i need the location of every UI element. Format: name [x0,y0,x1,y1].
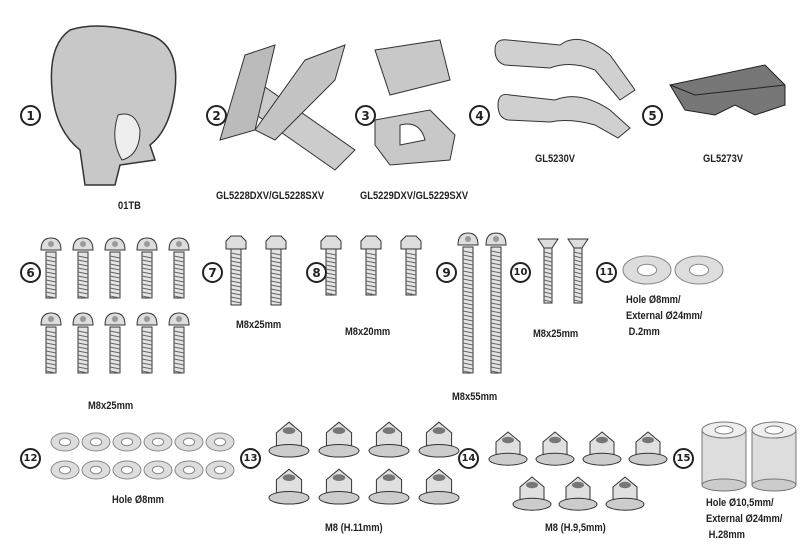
part-number-4: 4 [469,105,490,126]
washer-icon [174,460,204,480]
hex-bolt-icon [265,235,287,306]
flange-nut-icon [605,476,645,511]
flat-washer-icon [674,255,724,285]
part-label-15-line-2: External Ø24mm/ [706,513,783,525]
part-number-9: 9 [436,262,457,283]
washer-icon [174,432,204,452]
button-head-bolt-icon [168,312,190,374]
countersunk-bolt-icon [567,238,589,304]
part-label-11: Hole Ø8mm/ External Ø24mm/ D.2mm [626,292,702,340]
hex-bolt-icon [400,235,422,296]
hex-bolt-icon [360,235,382,296]
flange-nut-icon [368,421,410,458]
part-number-1: 1 [20,105,41,126]
part-label-2: GL5228DXV/GL5228SXV [216,190,325,202]
part-number-3: 3 [355,105,376,126]
part-label-5: GL5273V [703,153,744,165]
part-label-14: M8 (H.9,5mm) [545,522,606,534]
part-label-8: M8x20mm [345,326,391,338]
part-number-8: 8 [306,262,327,283]
flange-nut-icon [558,476,598,511]
part-number-11: 11 [596,262,617,283]
washer-icon [112,432,142,452]
part-number-5: 5 [642,105,663,126]
part-number-13: 13 [240,448,261,469]
washer-icon [50,432,80,452]
backrest-illustration [50,25,177,186]
bracket-3-illustration [374,39,456,166]
flange-nut-icon [628,431,668,466]
part-label-4: GL5230V [535,153,576,165]
hex-bolt-icon [225,235,247,306]
button-head-bolt-icon [40,312,62,374]
button-head-bolt-icon [136,312,158,374]
part-label-12: Hole Ø8mm [112,494,164,506]
part-number-2: 2 [206,105,227,126]
button-head-bolt-icon [168,237,190,299]
part-number-6: 6 [20,262,41,283]
part-label-11-line-2: External Ø24mm/ [626,310,703,322]
washer-icon [143,460,173,480]
button-head-bolt-icon [136,237,158,299]
flange-nut-icon [318,421,360,458]
washer-icon [205,432,235,452]
part-label-6: M8x25mm [88,400,134,412]
washer-icon [50,460,80,480]
flange-nut-icon [535,431,575,466]
part-label-15: Hole Ø10,5mm/ External Ø24mm/ H.28mm [706,495,782,543]
part-label-1: 01TB [118,200,141,212]
flange-nut-icon [418,421,460,458]
spacer-icon [701,421,747,492]
flange-nut-icon [318,468,360,505]
button-head-bolt-icon [104,237,126,299]
flange-nut-icon [512,476,552,511]
flange-nut-icon [268,468,310,505]
plate-4-illustration [494,38,636,139]
button-head-bolt-icon [104,312,126,374]
part-label-15-line-1: Hole Ø10,5mm/ [706,497,774,509]
part-number-14: 14 [458,448,479,469]
washer-icon [143,432,173,452]
button-head-bolt-icon [457,232,479,374]
countersunk-bolt-icon [537,238,559,304]
washer-icon [81,460,111,480]
washer-icon [81,432,111,452]
flat-washer-icon [622,255,672,285]
bracket-5-illustration [669,64,786,116]
part-number-7: 7 [202,262,223,283]
spacer-icon [751,421,797,492]
part-label-11-line-3: D.2mm [626,326,660,338]
washer-icon [205,460,235,480]
flange-nut-icon [582,431,622,466]
part-number-12: 12 [20,448,41,469]
button-head-bolt-icon [72,237,94,299]
bracket-2-illustration [219,44,356,171]
part-label-13: M8 (H.11mm) [325,522,383,534]
part-number-15: 15 [673,448,694,469]
washer-icon [112,460,142,480]
button-head-bolt-icon [485,232,507,374]
hex-bolt-icon [320,235,342,296]
part-label-3: GL5229DXV/GL5229SXV [360,190,469,202]
button-head-bolt-icon [72,312,94,374]
flange-nut-icon [418,468,460,505]
part-number-10: 10 [510,262,531,283]
part-label-9: M8x55mm [452,391,498,403]
flange-nut-icon [368,468,410,505]
flange-nut-icon [268,421,310,458]
part-label-11-line-1: Hole Ø8mm/ [626,294,681,306]
part-label-15-line-3: H.28mm [706,529,745,541]
part-label-7: M8x25mm [236,319,282,331]
button-head-bolt-icon [40,237,62,299]
flange-nut-icon [488,431,528,466]
part-label-10: M8x25mm [533,328,579,340]
